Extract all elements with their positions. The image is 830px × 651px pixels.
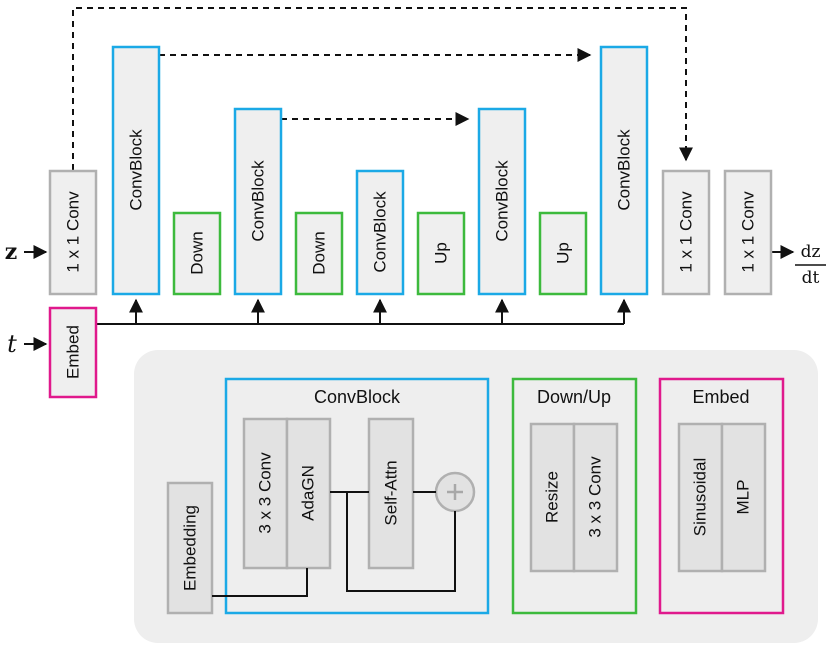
conv-out1-label: 1 x 1 Conv xyxy=(676,191,696,273)
output-denominator: dt xyxy=(801,268,820,288)
dec-block1-box xyxy=(477,107,527,296)
up2-box xyxy=(538,211,588,296)
legend-downup-frame xyxy=(511,377,638,615)
conv-in-label: 1 x 1 Conv xyxy=(63,191,83,273)
legend-embedding-box xyxy=(166,481,214,615)
legend-selfattn-label: Self-Attn xyxy=(381,460,401,526)
enc-block2-label: ConvBlock xyxy=(248,160,268,242)
embed-box xyxy=(48,306,98,399)
legend-conv-label: 3 x 3 Conv xyxy=(255,452,275,534)
down1-label: Down xyxy=(187,231,207,275)
up2-label: Up xyxy=(553,242,573,264)
enc-block2-box xyxy=(233,107,283,296)
conv-out2-label: 1 x 1 Conv xyxy=(738,191,758,273)
dec-block1-label: ConvBlock xyxy=(492,160,512,242)
legend-embed-title: Embed xyxy=(692,387,750,407)
enc-block1-box xyxy=(111,45,161,296)
legend-embed-frame xyxy=(658,377,785,615)
legend-downup-title: Down/Up xyxy=(536,387,612,407)
conv-out2-box xyxy=(723,169,773,296)
t-input-label: t xyxy=(7,330,17,358)
mid-block-box xyxy=(355,169,405,296)
down2-box xyxy=(294,211,344,296)
down1-box xyxy=(172,211,222,296)
skip-connection-outer xyxy=(72,7,693,170)
down2-label: Down xyxy=(309,231,329,275)
up1-box xyxy=(416,211,466,296)
legend-convblock-frame xyxy=(224,377,490,615)
conv-out1-box xyxy=(661,169,711,296)
legend-resize-label: Resize xyxy=(542,471,562,523)
legend-adagn-box xyxy=(285,417,332,570)
legend-adagn-label: AdaGN xyxy=(298,465,318,521)
legend-embedding-wire xyxy=(212,568,308,597)
legend-selfattn-box xyxy=(367,417,415,570)
dec-block2-label: ConvBlock xyxy=(614,129,634,211)
z-input-label: z xyxy=(4,239,18,265)
embed-label: Embed xyxy=(63,325,83,379)
legend-downup-conv-box xyxy=(572,422,619,573)
enc-block1-label: ConvBlock xyxy=(126,129,146,211)
legend-convblock-title: ConvBlock xyxy=(313,387,401,407)
mid-block-label: ConvBlock xyxy=(370,191,390,273)
legend-sinusoidal-label: Sinusoidal xyxy=(690,457,710,537)
dec-block2-box xyxy=(599,45,649,296)
legend-mlp-box xyxy=(720,422,767,573)
conv-in-box xyxy=(48,169,98,296)
up1-label: Up xyxy=(431,242,451,264)
output-numerator: dz xyxy=(800,242,821,262)
legend-residual-wire xyxy=(346,492,456,592)
legend-sinusoidal-box xyxy=(677,422,724,573)
legend-downup-conv-label: 3 x 3 Conv xyxy=(585,456,605,538)
legend-embedding-label: Embedding xyxy=(180,504,200,592)
legend-mlp-label: MLP xyxy=(733,479,753,515)
